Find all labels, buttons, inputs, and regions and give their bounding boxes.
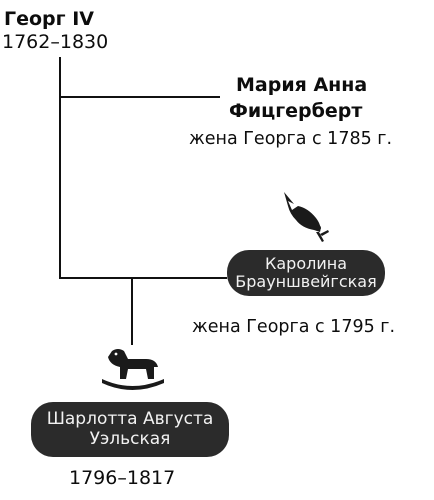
bird-icon: [284, 192, 329, 242]
caroline-name-line1: Каролина: [265, 253, 347, 273]
maria-name-line1: Мария Анна: [236, 74, 368, 96]
charlotte-name-line2: Уэльская: [89, 428, 171, 449]
charlotte-name-line1: Шарлотта Августа: [46, 408, 214, 429]
caroline-pill: Каролина Брауншвейгская: [227, 250, 385, 296]
rocking-horse-icon: [102, 349, 164, 390]
charlotte-years: 1796–1817: [69, 467, 176, 489]
child-vertical-line: [131, 277, 133, 345]
maria-branch-line: [59, 96, 220, 98]
george-years: 1762–1830: [2, 31, 109, 53]
george-vertical-line: [59, 57, 61, 279]
maria-name-line2: Фицгерберт: [229, 100, 363, 122]
charlotte-pill: Шарлотта Августа Уэльская: [31, 402, 229, 457]
caroline-note: жена Георга с 1795 г.: [192, 317, 396, 337]
caroline-name-line2: Брауншвейгская: [235, 272, 377, 291]
maria-note: жена Георга с 1785 г.: [189, 129, 393, 149]
george-name: Георг IV: [4, 8, 94, 30]
caroline-branch-line: [59, 277, 227, 279]
